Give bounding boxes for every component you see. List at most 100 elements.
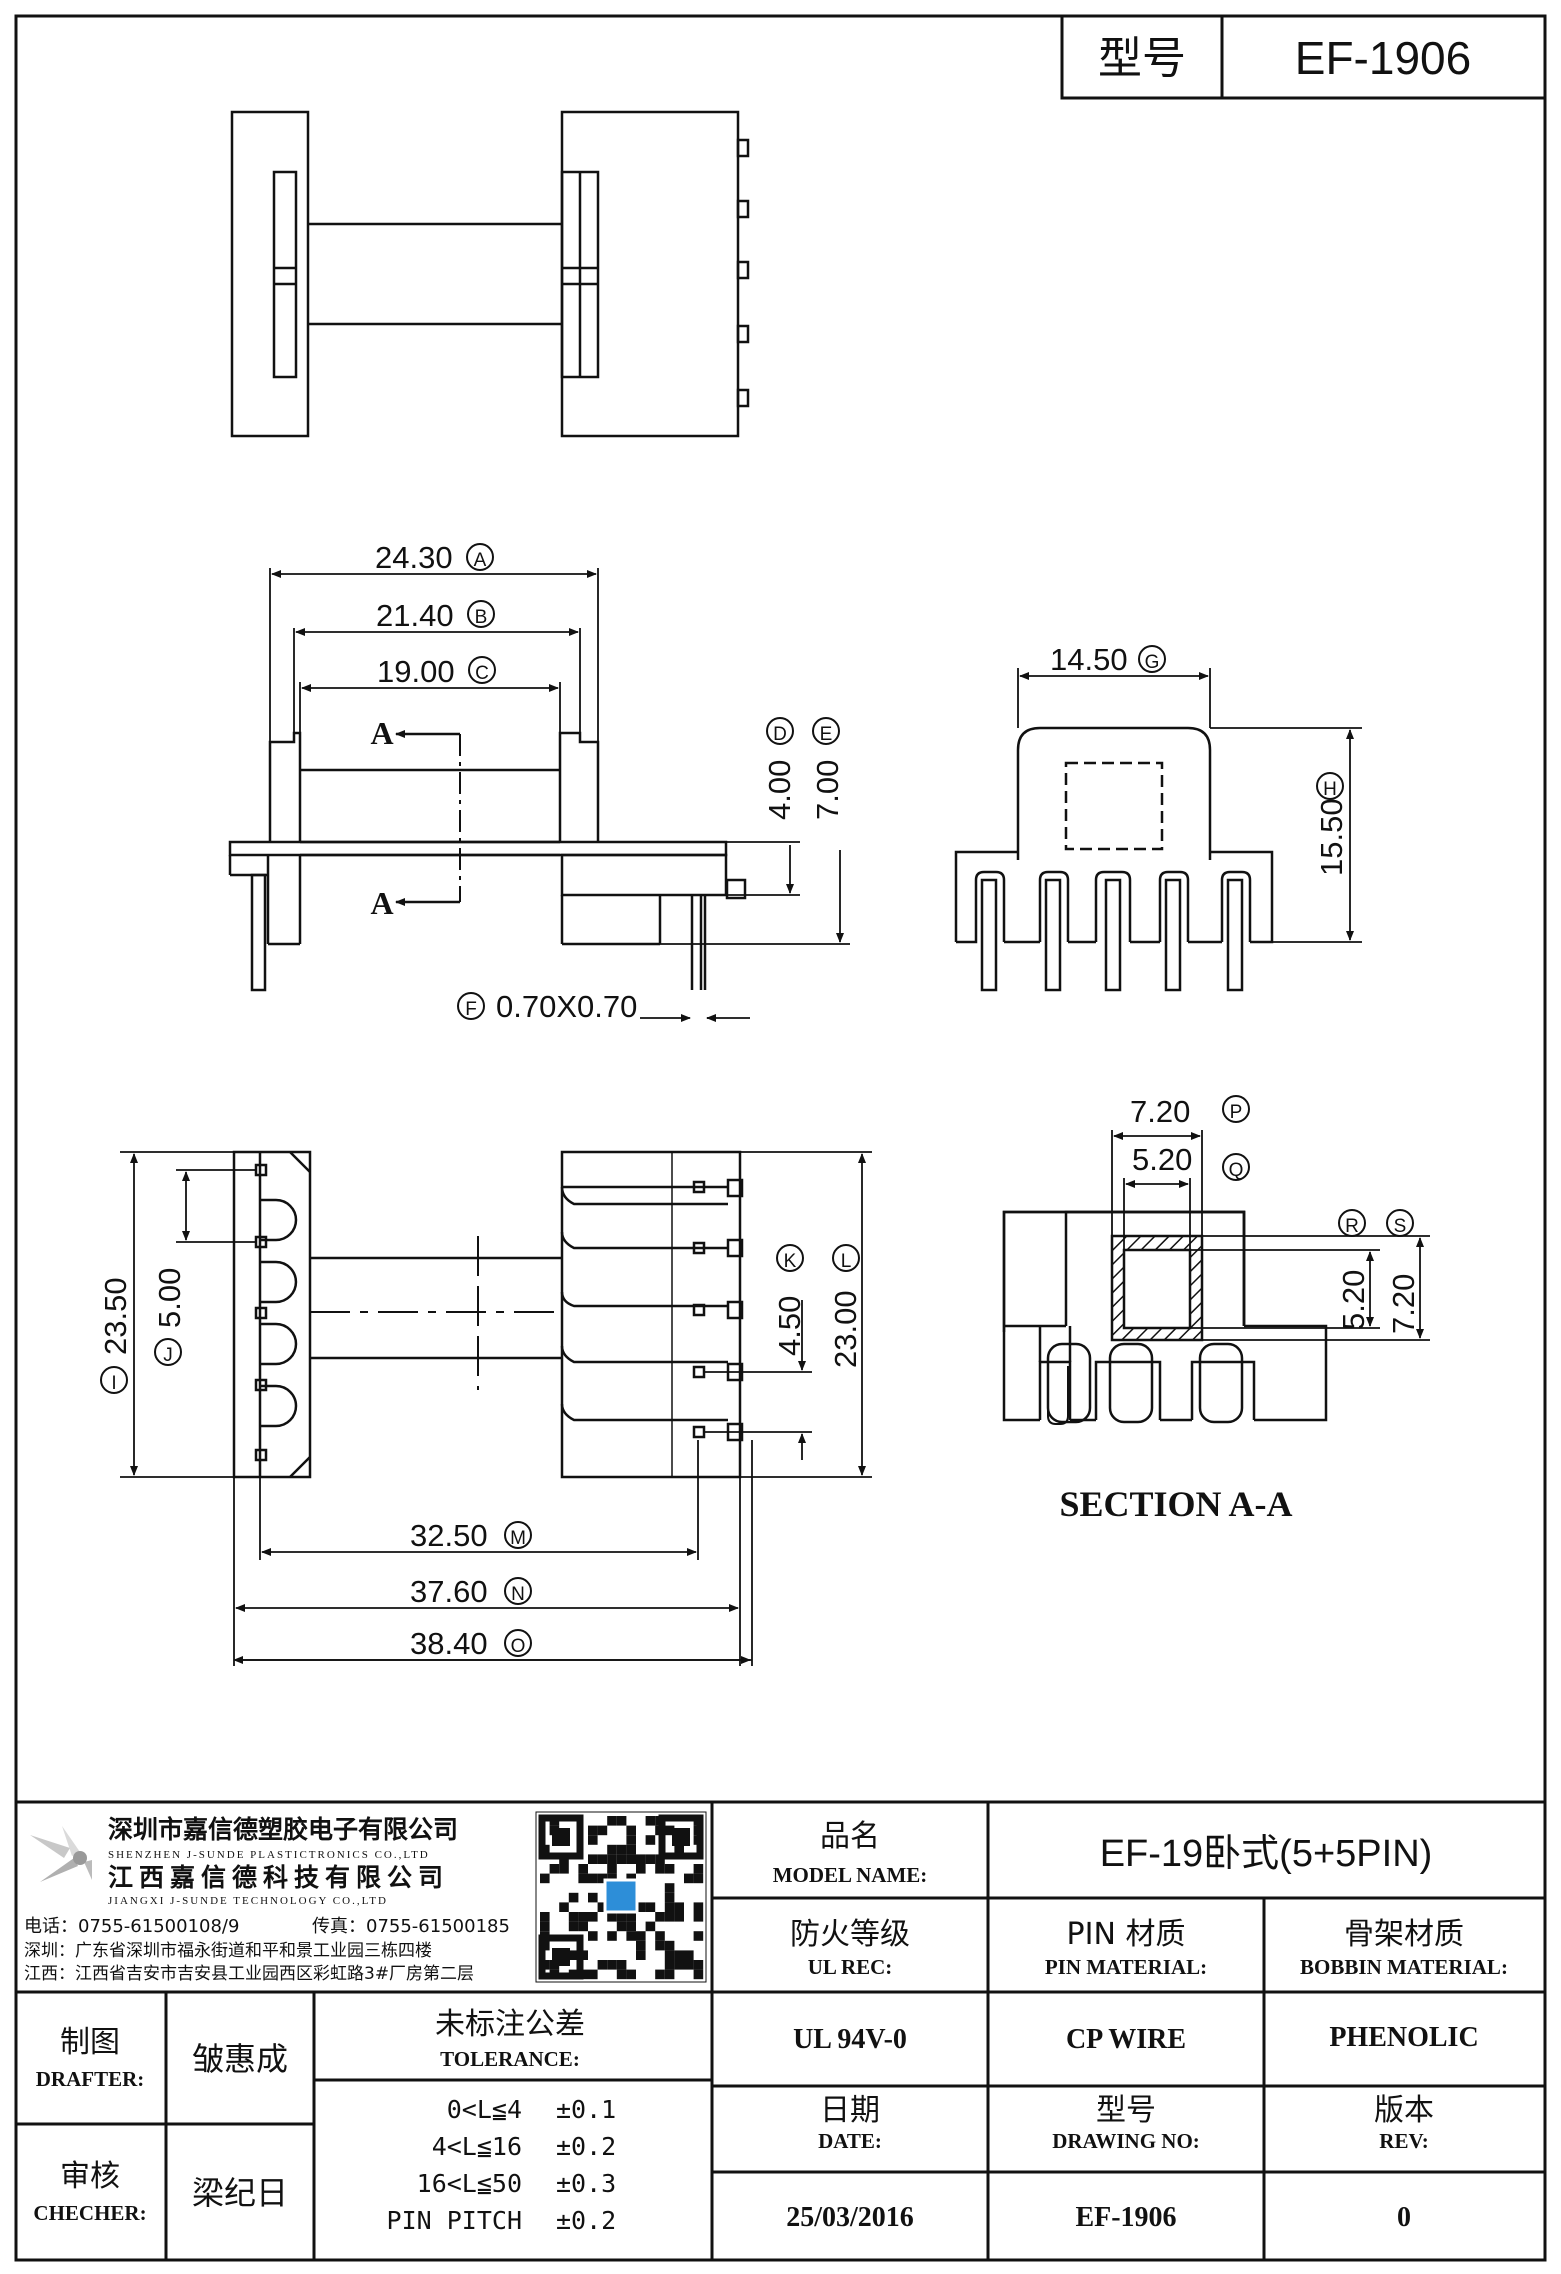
model-value: EF-19卧式(5+5PIN) (1100, 1833, 1433, 1875)
dim-P-marker: P (1230, 1102, 1243, 1123)
ul-value: UL 94V-0 (793, 2024, 907, 2055)
tolerance-range: PIN PITCH (387, 2206, 522, 2235)
dim-I-marker: I (111, 1373, 116, 1394)
rev-value: 0 (1397, 2202, 1411, 2233)
tolerance-label-en: TOLERANCE: (440, 2047, 580, 2071)
section-hatch-frame (1110, 1234, 1204, 1342)
dim-F-marker: F (465, 999, 477, 1020)
dim-A-marker-ring (466, 543, 494, 571)
tolerance-value: ±0.2 (556, 2206, 616, 2235)
header-type-box: 型号 EF-1906 (1060, 14, 1547, 100)
dim-Q-value: 5.20 (1132, 1142, 1192, 1177)
bobbin-material-label-en: BOBBIN MATERIAL: (1300, 1955, 1508, 1979)
dim-G-value: 14.50 (1050, 642, 1128, 677)
dim-J-marker-ring (154, 1338, 182, 1366)
dim-D-value: 4.00 (762, 760, 797, 820)
dim-L-value: 23.00 (828, 1290, 863, 1368)
dim-N-marker: N (511, 1584, 525, 1605)
dim-S-marker: S (1394, 1216, 1407, 1237)
dim-G-marker: G (1145, 652, 1160, 673)
dim-E-value: 7.00 (810, 760, 845, 820)
bottom-view-dimensions (120, 1151, 872, 1666)
company-name-sz-en: SHENZHEN J-SUNDE PLASTICTRONICS CO.,LTD (108, 1849, 430, 1861)
front-view-dimensions (269, 568, 850, 1022)
dim-M-marker: M (510, 1528, 526, 1549)
bobbin-material-value: PHENOLIC (1329, 2022, 1478, 2053)
company-name-sz: 深圳市嘉信德塑胶电子有限公司 (108, 1815, 458, 1844)
tolerance-value: ±0.1 (556, 2095, 616, 2124)
dim-O-marker-ring (504, 1629, 532, 1657)
section-dimensions (1111, 1130, 1430, 1341)
rev-label-en: REV: (1379, 2129, 1428, 2153)
dim-O-marker: O (511, 1636, 526, 1657)
title-block (16, 1800, 1545, 2260)
company-name-jx: 江西嘉信德科技有限公司 (108, 1863, 449, 1892)
dim-M-marker-ring (504, 1521, 532, 1549)
top-view (230, 110, 750, 438)
company-phone: 电话：0755-61500108/9 (24, 1916, 239, 1937)
dim-C-marker-ring (468, 656, 496, 684)
dim-K-marker: K (784, 1251, 797, 1272)
end-view-dimensions (1017, 668, 1362, 943)
dim-R-marker-ring (1338, 1209, 1366, 1237)
checker-label-cn: 审核 (60, 2159, 120, 2194)
dim-I-value: 23.50 (98, 1277, 133, 1355)
end-view (954, 726, 1274, 992)
dim-H-value: 15.50 (1314, 798, 1349, 876)
dim-R-value: 5.20 (1336, 1270, 1371, 1330)
dim-F-marker-ring (457, 992, 485, 1020)
model-label-cn: 品名 (820, 1819, 880, 1854)
dim-I-marker-ring (100, 1366, 128, 1394)
date-label-cn: 日期 (820, 2093, 880, 2128)
dim-P-marker-ring (1222, 1095, 1250, 1123)
tolerance-range: 4<L≦16 (432, 2132, 522, 2161)
date-value: 25/03/2016 (786, 2202, 914, 2233)
dim-O-value: 38.40 (410, 1626, 488, 1661)
dim-Q-marker: Q (1229, 1160, 1244, 1181)
dim-B-marker-ring (467, 600, 495, 628)
dim-H-marker-ring (1316, 772, 1344, 800)
dim-L-marker: L (841, 1251, 852, 1272)
dim-D-marker-ring (766, 717, 794, 745)
dim-K-value: 4.50 (772, 1296, 807, 1356)
company-name-jx-en: JIANGXI J-SUNDE TECHNOLOGY CO.,LTD (108, 1895, 388, 1907)
dim-J-value: 5.00 (152, 1268, 187, 1328)
drawing-no-value: EF-1906 (1075, 2202, 1176, 2233)
dim-B-marker: B (475, 607, 488, 628)
dim-E-marker: E (820, 724, 833, 745)
dim-N-marker-ring (504, 1577, 532, 1605)
section-title: SECTION A-A (1059, 1484, 1292, 1524)
dim-A-marker: A (474, 550, 487, 571)
tolerance-range: 16<L≦50 (417, 2169, 522, 2198)
dim-F-value: 0.70X0.70 (496, 989, 637, 1024)
company-address-sz: 深圳：广东省深圳市福永街道和平和景工业园三栋四楼 (24, 1941, 432, 1961)
dim-P-value: 7.20 (1130, 1094, 1190, 1129)
section-a-a-shape (1002, 1210, 1328, 1425)
drawing-no-label-en: DRAWING NO: (1052, 2129, 1200, 2153)
pin-material-value: CP WIRE (1066, 2024, 1186, 2055)
dim-J-marker: J (163, 1345, 173, 1366)
dim-L-marker-ring (832, 1244, 860, 1272)
dim-A-value: 24.30 (375, 540, 453, 575)
section-arrows: A A (370, 715, 460, 921)
pin-material-label-cn: PIN 材质 (1067, 1917, 1186, 1952)
tolerance-value: ±0.3 (556, 2169, 616, 2198)
sheet-border (14, 14, 1547, 2262)
dim-S-value: 7.20 (1386, 1274, 1421, 1334)
company-fax: 传真：0755-61500185 (312, 1916, 510, 1937)
dim-D-marker: D (773, 724, 787, 745)
front-view (228, 731, 747, 992)
company-address-jx: 江西：江西省吉安市吉安县工业园西区彩虹路3#厂房第二层 (24, 1964, 474, 1984)
dim-S-marker-ring (1386, 1209, 1414, 1237)
model-label-en: MODEL NAME: (773, 1863, 928, 1887)
company-logo (30, 1826, 92, 1882)
drafter-label-en: DRAFTER: (36, 2067, 145, 2091)
dim-M-value: 32.50 (410, 1518, 488, 1553)
checker-label-en: CHECHER: (33, 2201, 146, 2225)
dim-C-marker: C (475, 663, 489, 684)
tolerance-label-cn: 未标注公差 (435, 2007, 585, 2042)
dim-G-marker-ring (1138, 645, 1166, 673)
section-arrow-label-top: A (370, 715, 393, 751)
dim-R-marker: R (1345, 1216, 1359, 1237)
